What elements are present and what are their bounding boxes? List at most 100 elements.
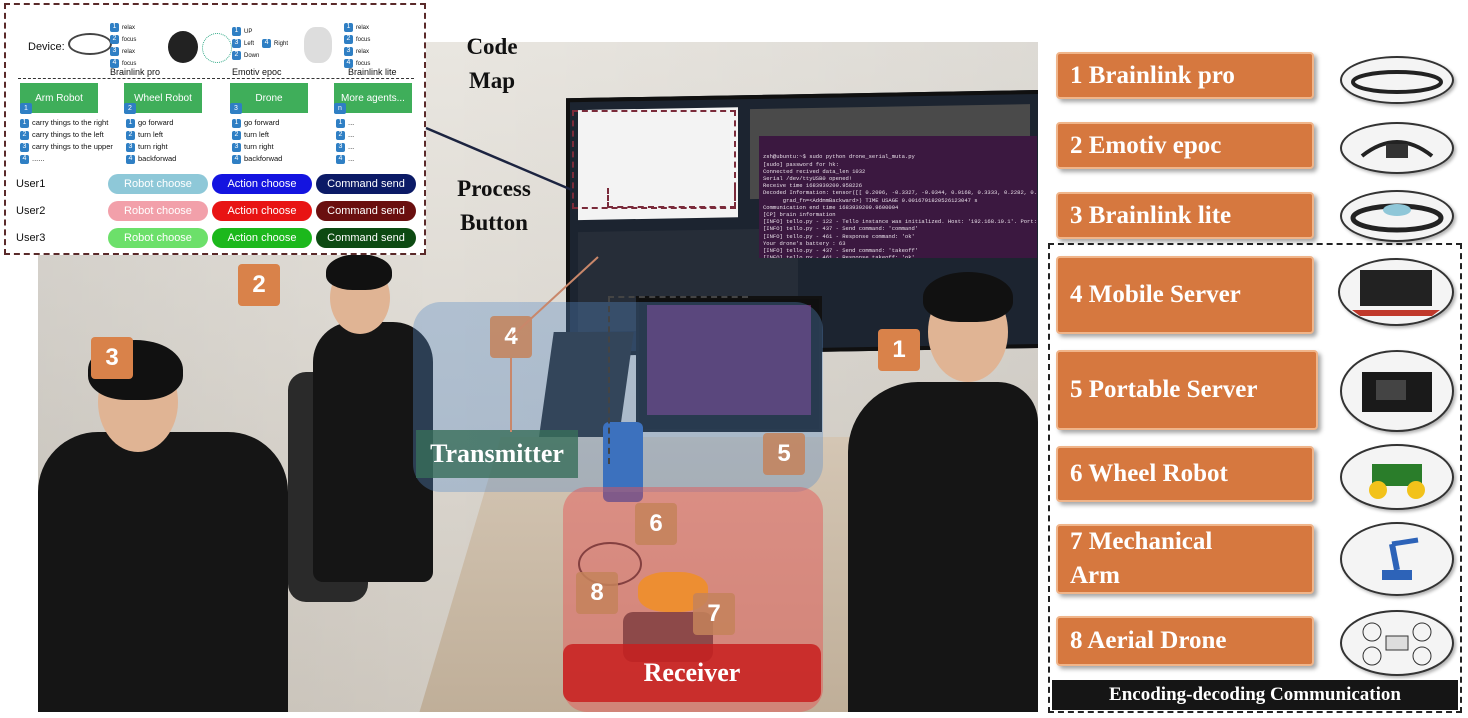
- user-2-action-choose-button[interactable]: Action choose: [212, 201, 312, 221]
- agent-label: Drone: [255, 92, 283, 104]
- user-2-label: User2: [16, 205, 46, 217]
- terminal-line: [INFO] tello.py - 461 - Response takeoff…: [763, 254, 915, 258]
- badge-6: 6: [635, 503, 677, 545]
- action: turn left: [138, 130, 164, 139]
- action: ...: [348, 118, 355, 127]
- user-1-command-send-button[interactable]: Command send: [316, 174, 416, 194]
- eeg-headset-icon: [1340, 122, 1454, 174]
- brainlink-pro-name: Brainlink pro: [110, 67, 161, 77]
- brainlink-pro-thumb-icon: [68, 33, 112, 55]
- action-index: 1: [232, 118, 241, 128]
- user-2-robot-choose-button[interactable]: Robot choose: [108, 201, 208, 221]
- badge-8: 8: [576, 572, 618, 614]
- terminal-line: Serial /dev/ttyUSB0 opened!: [763, 175, 853, 183]
- terminal-link-left: [608, 296, 610, 464]
- user-1-robot-choose-button[interactable]: Robot choose: [108, 174, 208, 194]
- device-5-label: 5 Portable Server: [1056, 350, 1318, 430]
- agent-label: More agents...: [341, 92, 405, 104]
- terminal-line: Your drone's battery : 63: [763, 239, 846, 247]
- receiver-label: Receiver: [563, 644, 821, 702]
- terminal-link-top: [608, 296, 748, 298]
- action-index: 4: [20, 154, 29, 164]
- action: ...: [348, 154, 355, 163]
- user-3-command-send-button[interactable]: Command send: [316, 228, 416, 248]
- pill-label: Command send: [327, 205, 405, 217]
- arm-robot-button[interactable]: Arm Robot: [20, 83, 98, 113]
- badge-3: 3: [91, 337, 133, 379]
- agent-index: 2: [124, 103, 136, 114]
- device-6-label: 6 Wheel Robot: [1056, 446, 1314, 502]
- terminal-line: [sudo] password for hk:: [763, 160, 839, 168]
- terminal-line: grad_fn=<AddmmBackward>) TIME USAGE 0.00…: [763, 196, 978, 204]
- action: turn right: [244, 142, 274, 151]
- code-3: 3: [344, 46, 353, 56]
- terminal-line: Connected recived data_len 1032: [763, 167, 866, 175]
- state: relax: [122, 25, 136, 31]
- state: Down: [244, 53, 260, 59]
- action-index: 3: [126, 142, 135, 152]
- code-1: 1: [110, 22, 119, 32]
- terminal-line: Communication end time 1683939209.960000…: [763, 203, 899, 211]
- state: Left: [244, 41, 255, 47]
- agent-index: 1: [20, 103, 32, 114]
- board-server-icon: [1340, 350, 1454, 432]
- action-index: 2: [232, 130, 241, 140]
- headset-shape: [1360, 140, 1434, 158]
- code-1: 1: [344, 22, 353, 32]
- agent-label: Arm Robot: [35, 92, 83, 104]
- state: focus: [122, 37, 137, 43]
- device-3-label: 3 Brainlink lite: [1056, 192, 1314, 239]
- code-2: 2: [232, 50, 241, 60]
- code-1: 1: [232, 26, 241, 36]
- terminal-line: Receive time 1683939209.958226: [763, 182, 863, 190]
- device-8-label: 8 Aerial Drone: [1056, 616, 1314, 666]
- action: go forward: [138, 118, 174, 127]
- code-2: 2: [344, 34, 353, 44]
- action: ...: [348, 130, 355, 139]
- agent-index: n: [334, 103, 346, 114]
- terminal-line: [INFO] tello.py - 461 - Response command…: [763, 232, 915, 240]
- device-1-label: 1 Brainlink pro: [1056, 52, 1314, 99]
- action: go forward: [244, 118, 280, 127]
- user-3-action-choose-button[interactable]: Action choose: [212, 228, 312, 248]
- pill-label: Command send: [327, 178, 405, 190]
- pill-label: Action choose: [227, 232, 297, 244]
- drone-button[interactable]: Drone: [230, 83, 308, 113]
- action-index: 1: [126, 118, 135, 128]
- state: focus: [122, 61, 137, 67]
- action: backforwad: [138, 154, 177, 163]
- action: turn left: [244, 130, 270, 139]
- action: carry things to the right: [32, 118, 109, 127]
- more-agents-actions: 1... 2... 3... 4...: [336, 117, 354, 165]
- small-monitor: [636, 296, 822, 432]
- small-monitor-terminal: [647, 305, 811, 415]
- wheel-robot-shape: [1369, 464, 1425, 499]
- action-index: 2: [126, 130, 135, 140]
- code-4: 4: [262, 38, 272, 48]
- wheel-robot-icon: [1340, 444, 1454, 510]
- more-agents-button[interactable]: More agents...: [334, 83, 412, 113]
- transmitter-label: Transmitter: [416, 430, 578, 478]
- state: focus: [356, 37, 371, 43]
- terminal-line: [CP] brain information: [763, 211, 836, 219]
- user-3-label: User3: [16, 232, 46, 244]
- user-1-action-choose-button[interactable]: Action choose: [212, 174, 312, 194]
- code-3: 3: [232, 38, 241, 48]
- device-7-label: 7 Mechanical Arm: [1056, 524, 1314, 594]
- code-map-annotation: Code Map: [466, 34, 518, 93]
- pill-label: Robot choose: [124, 178, 192, 190]
- device-4-label: 4 Mobile Server: [1056, 256, 1314, 334]
- terminal-line: zsh@ubuntu:~$ sudo python drone_serial_m…: [763, 153, 915, 161]
- process-button-highlight: [607, 188, 736, 208]
- user-3-robot-choose-button[interactable]: Robot choose: [108, 228, 208, 248]
- laptop-shape: [1352, 270, 1440, 316]
- person-3: [38, 432, 288, 712]
- wheel-robot-button[interactable]: Wheel Robot: [124, 83, 202, 113]
- action-index: 3: [336, 142, 345, 152]
- user-2-command-send-button[interactable]: Command send: [316, 201, 416, 221]
